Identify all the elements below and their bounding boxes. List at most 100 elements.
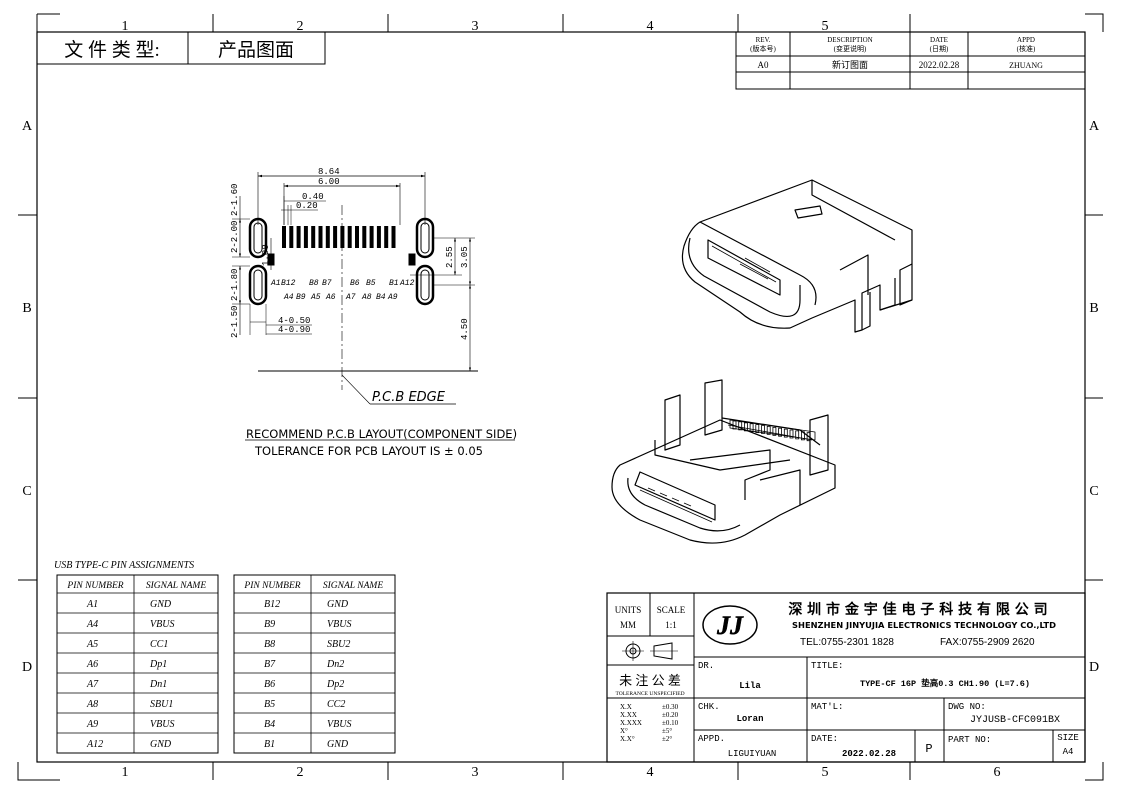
- dim-2-2-00: 2-2.00: [230, 221, 240, 253]
- zone-row-d-left: D: [22, 660, 32, 675]
- pin-label-top: B5: [366, 279, 376, 288]
- pin-number-cell: B7: [264, 659, 276, 670]
- dim-3-05: 3.05: [460, 246, 470, 268]
- pin-label-bottom: A9: [387, 293, 398, 302]
- signal-name-cell: Dp2: [326, 679, 344, 690]
- dim-2-1-60: 2-1.60: [230, 184, 240, 216]
- zone-col-3-top: 3: [472, 19, 479, 34]
- pin-pad: [384, 226, 389, 248]
- desc-value: 新订图面: [832, 59, 868, 70]
- rear-pin-finger: [795, 430, 800, 440]
- date-value: 2022.02.28: [842, 749, 896, 759]
- appd-value: ZHUANG: [1009, 61, 1043, 70]
- zone-row-d-right: D: [1089, 660, 1099, 675]
- rear-pin-finger: [749, 423, 754, 433]
- pin-label-top: B7: [322, 279, 332, 288]
- pin-pad: [318, 226, 323, 248]
- dim-0-40: 0.40: [302, 192, 324, 202]
- size-value: A4: [1063, 747, 1074, 757]
- dim-2-55: 2.55: [445, 246, 455, 268]
- zone-col-6-bottom: 6: [994, 765, 1001, 780]
- signal-name-cell: SBU2: [327, 639, 350, 650]
- pin-number-cell: A7: [86, 679, 99, 690]
- tolerance-list: X.X ±0.30 X.XX ±0.20 X.XXX ±0.10 X° ±5° …: [620, 703, 679, 743]
- company-name-zh: 深 圳 市 金 宇 佳 电 子 科 技 有 限 公 司: [788, 601, 1047, 618]
- zone-col-5-bottom: 5: [822, 765, 829, 780]
- signal-name-cell: Dn1: [149, 679, 167, 690]
- pin-label-top: B12: [281, 279, 296, 288]
- pin-pad: [369, 226, 374, 248]
- signal-name-cell: GND: [150, 739, 172, 750]
- zone-frame: [17, 13, 1104, 781]
- rear-pin-finger: [744, 422, 748, 432]
- rev-header-en: REV.: [756, 36, 771, 44]
- tol-value: ±0.10: [662, 719, 679, 727]
- rear-pin-finger: [778, 427, 782, 437]
- pin-label-top: A12: [399, 279, 415, 288]
- zone-col-4-bottom: 4: [647, 765, 654, 780]
- pin-number-cell: B4: [264, 719, 275, 730]
- pin-label-bottom: A7: [345, 293, 356, 302]
- pin-label-bottom: B9: [296, 293, 306, 302]
- pin-number-cell: B6: [264, 679, 275, 690]
- pin-pad: [325, 226, 330, 248]
- pin-label-bottom: A5: [310, 293, 321, 302]
- date-header-zh: (日期): [930, 45, 949, 53]
- rear-pin-finger: [772, 426, 777, 436]
- rear-pin-finger: [732, 420, 737, 430]
- doc-type-label: 文 件 类 型:: [64, 39, 160, 61]
- zone-row-a-right: A: [1089, 119, 1100, 134]
- connector-iso-view-front: [681, 179, 913, 333]
- zone-col-5-top: 5: [822, 19, 829, 34]
- tol-value: ±2°: [662, 735, 672, 743]
- pin-pad: [347, 226, 352, 248]
- rear-pin-finger: [789, 429, 794, 439]
- zone-col-4-top: 4: [647, 19, 654, 34]
- rear-pin-fingers: [732, 420, 811, 442]
- pin-table-header: SIGNAL NAME: [323, 581, 383, 591]
- appd-header-zh: (核准): [1017, 44, 1036, 53]
- doc-type-value: 产品图面: [218, 39, 294, 61]
- doc-type-box: 文 件 类 型: 产品图面: [36, 31, 326, 65]
- pin-pad: [333, 226, 338, 248]
- title-label: TITLE:: [811, 661, 843, 671]
- dim-4-50: 4.50: [460, 318, 470, 340]
- dim-2-1-50: 2-1.50: [230, 306, 240, 338]
- signal-name-cell: VBUS: [150, 719, 174, 730]
- tol-value: ±0.20: [662, 711, 679, 719]
- part-no-label: PART NO:: [948, 735, 991, 745]
- pin-pad: [303, 226, 308, 248]
- signal-name-cell: VBUS: [150, 619, 174, 630]
- zone-row-a-left: A: [22, 119, 33, 134]
- signal-name-cell: VBUS: [327, 619, 351, 630]
- pin-label-top: B6: [350, 279, 360, 288]
- pin-label-bottom: B4: [376, 293, 386, 302]
- zone-col-2-top: 2: [297, 19, 304, 34]
- pin-number-cell: A1: [86, 599, 98, 610]
- pin-number-cell: B8: [264, 639, 275, 650]
- pin-table-header: PIN NUMBER: [66, 581, 123, 591]
- dim-2-1-80: 2-1.80: [230, 269, 240, 301]
- dr-label: DR.: [698, 661, 714, 671]
- slot-bottom-right: [415, 264, 435, 306]
- rev-value: A0: [758, 60, 769, 70]
- pin-pad: [289, 226, 294, 248]
- signal-name-cell: GND: [327, 599, 349, 610]
- zone-col-3-bottom: 3: [472, 765, 479, 780]
- p-value: P: [925, 742, 932, 756]
- tol-key: X.X: [620, 703, 632, 711]
- pin-number-cell: B5: [264, 699, 275, 710]
- pin-pad: [391, 226, 396, 248]
- signal-name-cell: CC1: [150, 639, 168, 650]
- zone-row-c-right: C: [1089, 484, 1098, 499]
- pin-number-cell: B12: [264, 599, 280, 610]
- dim-0-20: 0.20: [296, 201, 318, 211]
- signal-name-cell: Dn2: [326, 659, 344, 670]
- scale-value: 1:1: [665, 620, 677, 630]
- desc-header-zh: (变更说明): [834, 44, 867, 53]
- pin-label-bottom: A8: [361, 293, 372, 302]
- matl-label: MAT'L:: [811, 702, 843, 712]
- pcb-edge-label: P.C.B EDGE: [372, 390, 446, 405]
- signal-name-cell: Dp1: [149, 659, 167, 670]
